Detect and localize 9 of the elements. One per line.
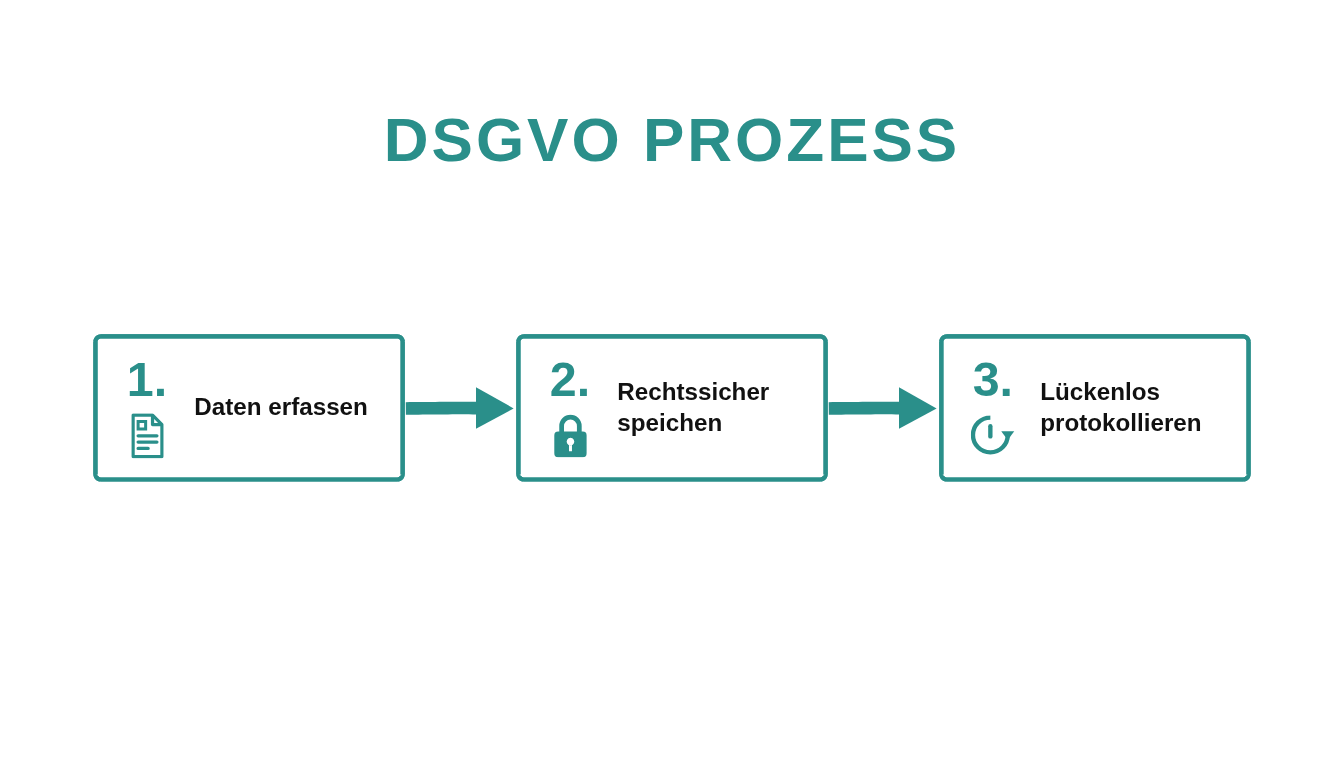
step-label: Daten erfassen xyxy=(194,393,368,421)
arrow xyxy=(826,387,937,429)
step-label: Lückenlos protokollieren xyxy=(1040,377,1202,437)
step-number: 3. xyxy=(972,355,1014,404)
step-number: 2. xyxy=(549,355,591,404)
step-label: Rechtssicher speichen xyxy=(617,377,770,437)
title: DSGVO PROZESS xyxy=(383,106,961,175)
step-number: 1. xyxy=(126,355,168,404)
arrow xyxy=(403,387,514,429)
